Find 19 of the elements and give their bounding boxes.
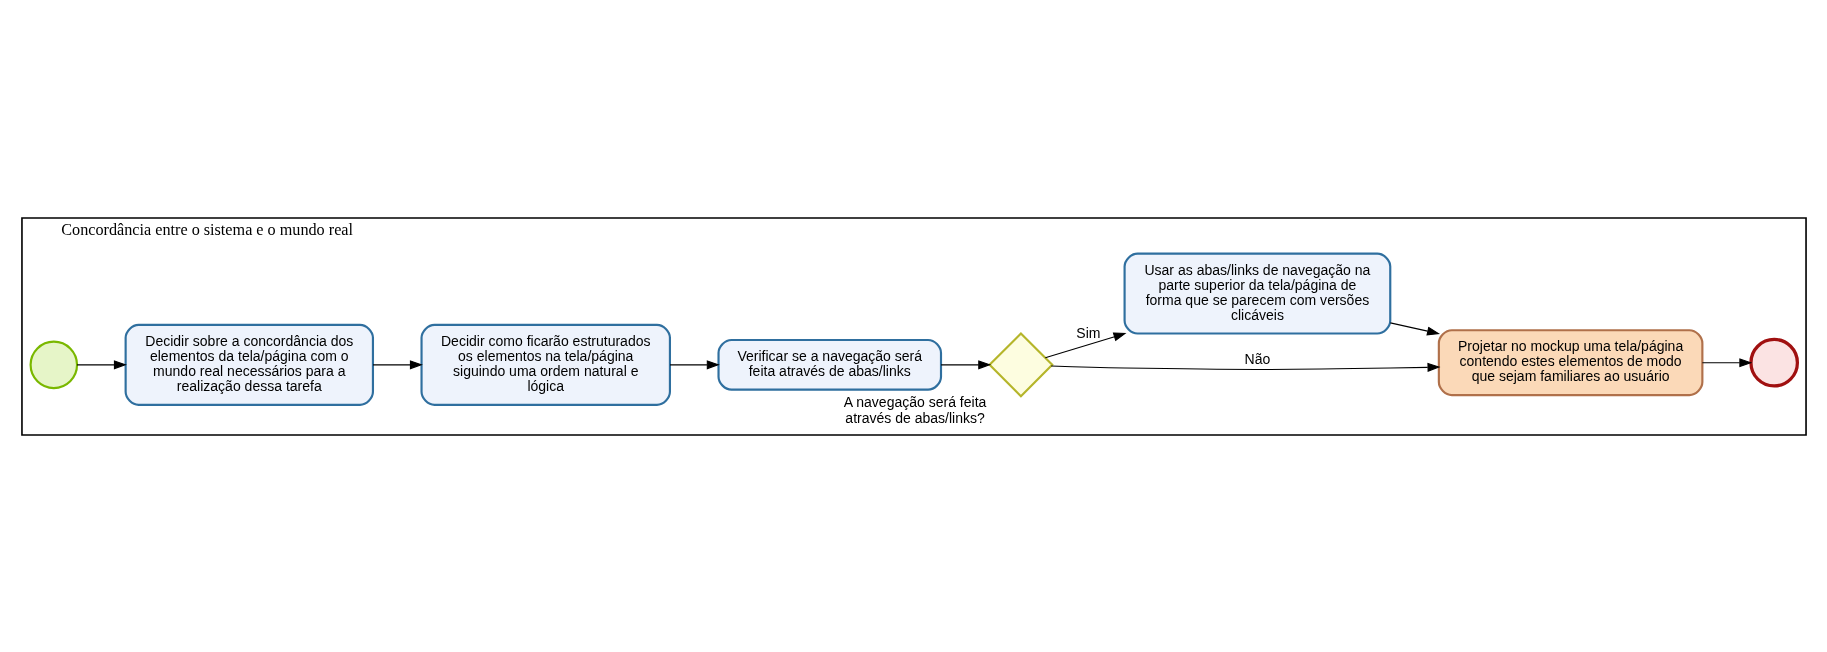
arrow (1389, 321, 1440, 335)
node-circle (1748, 337, 1799, 387)
node-box: Decidir sobre a concordância dos elementos da tela/página com o mundo real necessários para a realização dessa tarefa (124, 323, 374, 406)
arrow (1050, 362, 1440, 372)
node-box: Verificar se a navegação será feita através de abas/links (716, 338, 942, 391)
arrow (76, 359, 127, 369)
arrow (940, 359, 991, 369)
arrow (669, 359, 720, 369)
arrow (372, 359, 423, 369)
edge-label: Sim (1075, 324, 1100, 341)
arrow (1701, 357, 1752, 367)
arrow (1044, 332, 1126, 358)
node-label: A navegação será feita através de abas/links? (843, 393, 986, 426)
node-box: Usar as abas/links de navegação na parte superior da tela/página de forma que se parecem com versões clicáveis (1123, 252, 1391, 335)
edge-label: Não (1244, 350, 1270, 367)
node-box: Decidir como ficarão estruturados os elementos na tela/página siguindo uma ordem natural e lógica (419, 323, 671, 406)
node-box: Projetar no mockup uma tela/página contendo estes elementos de modo que sejam familiares ao usuário (1437, 328, 1703, 396)
node-circle (29, 340, 78, 389)
node-diamond (987, 331, 1054, 398)
